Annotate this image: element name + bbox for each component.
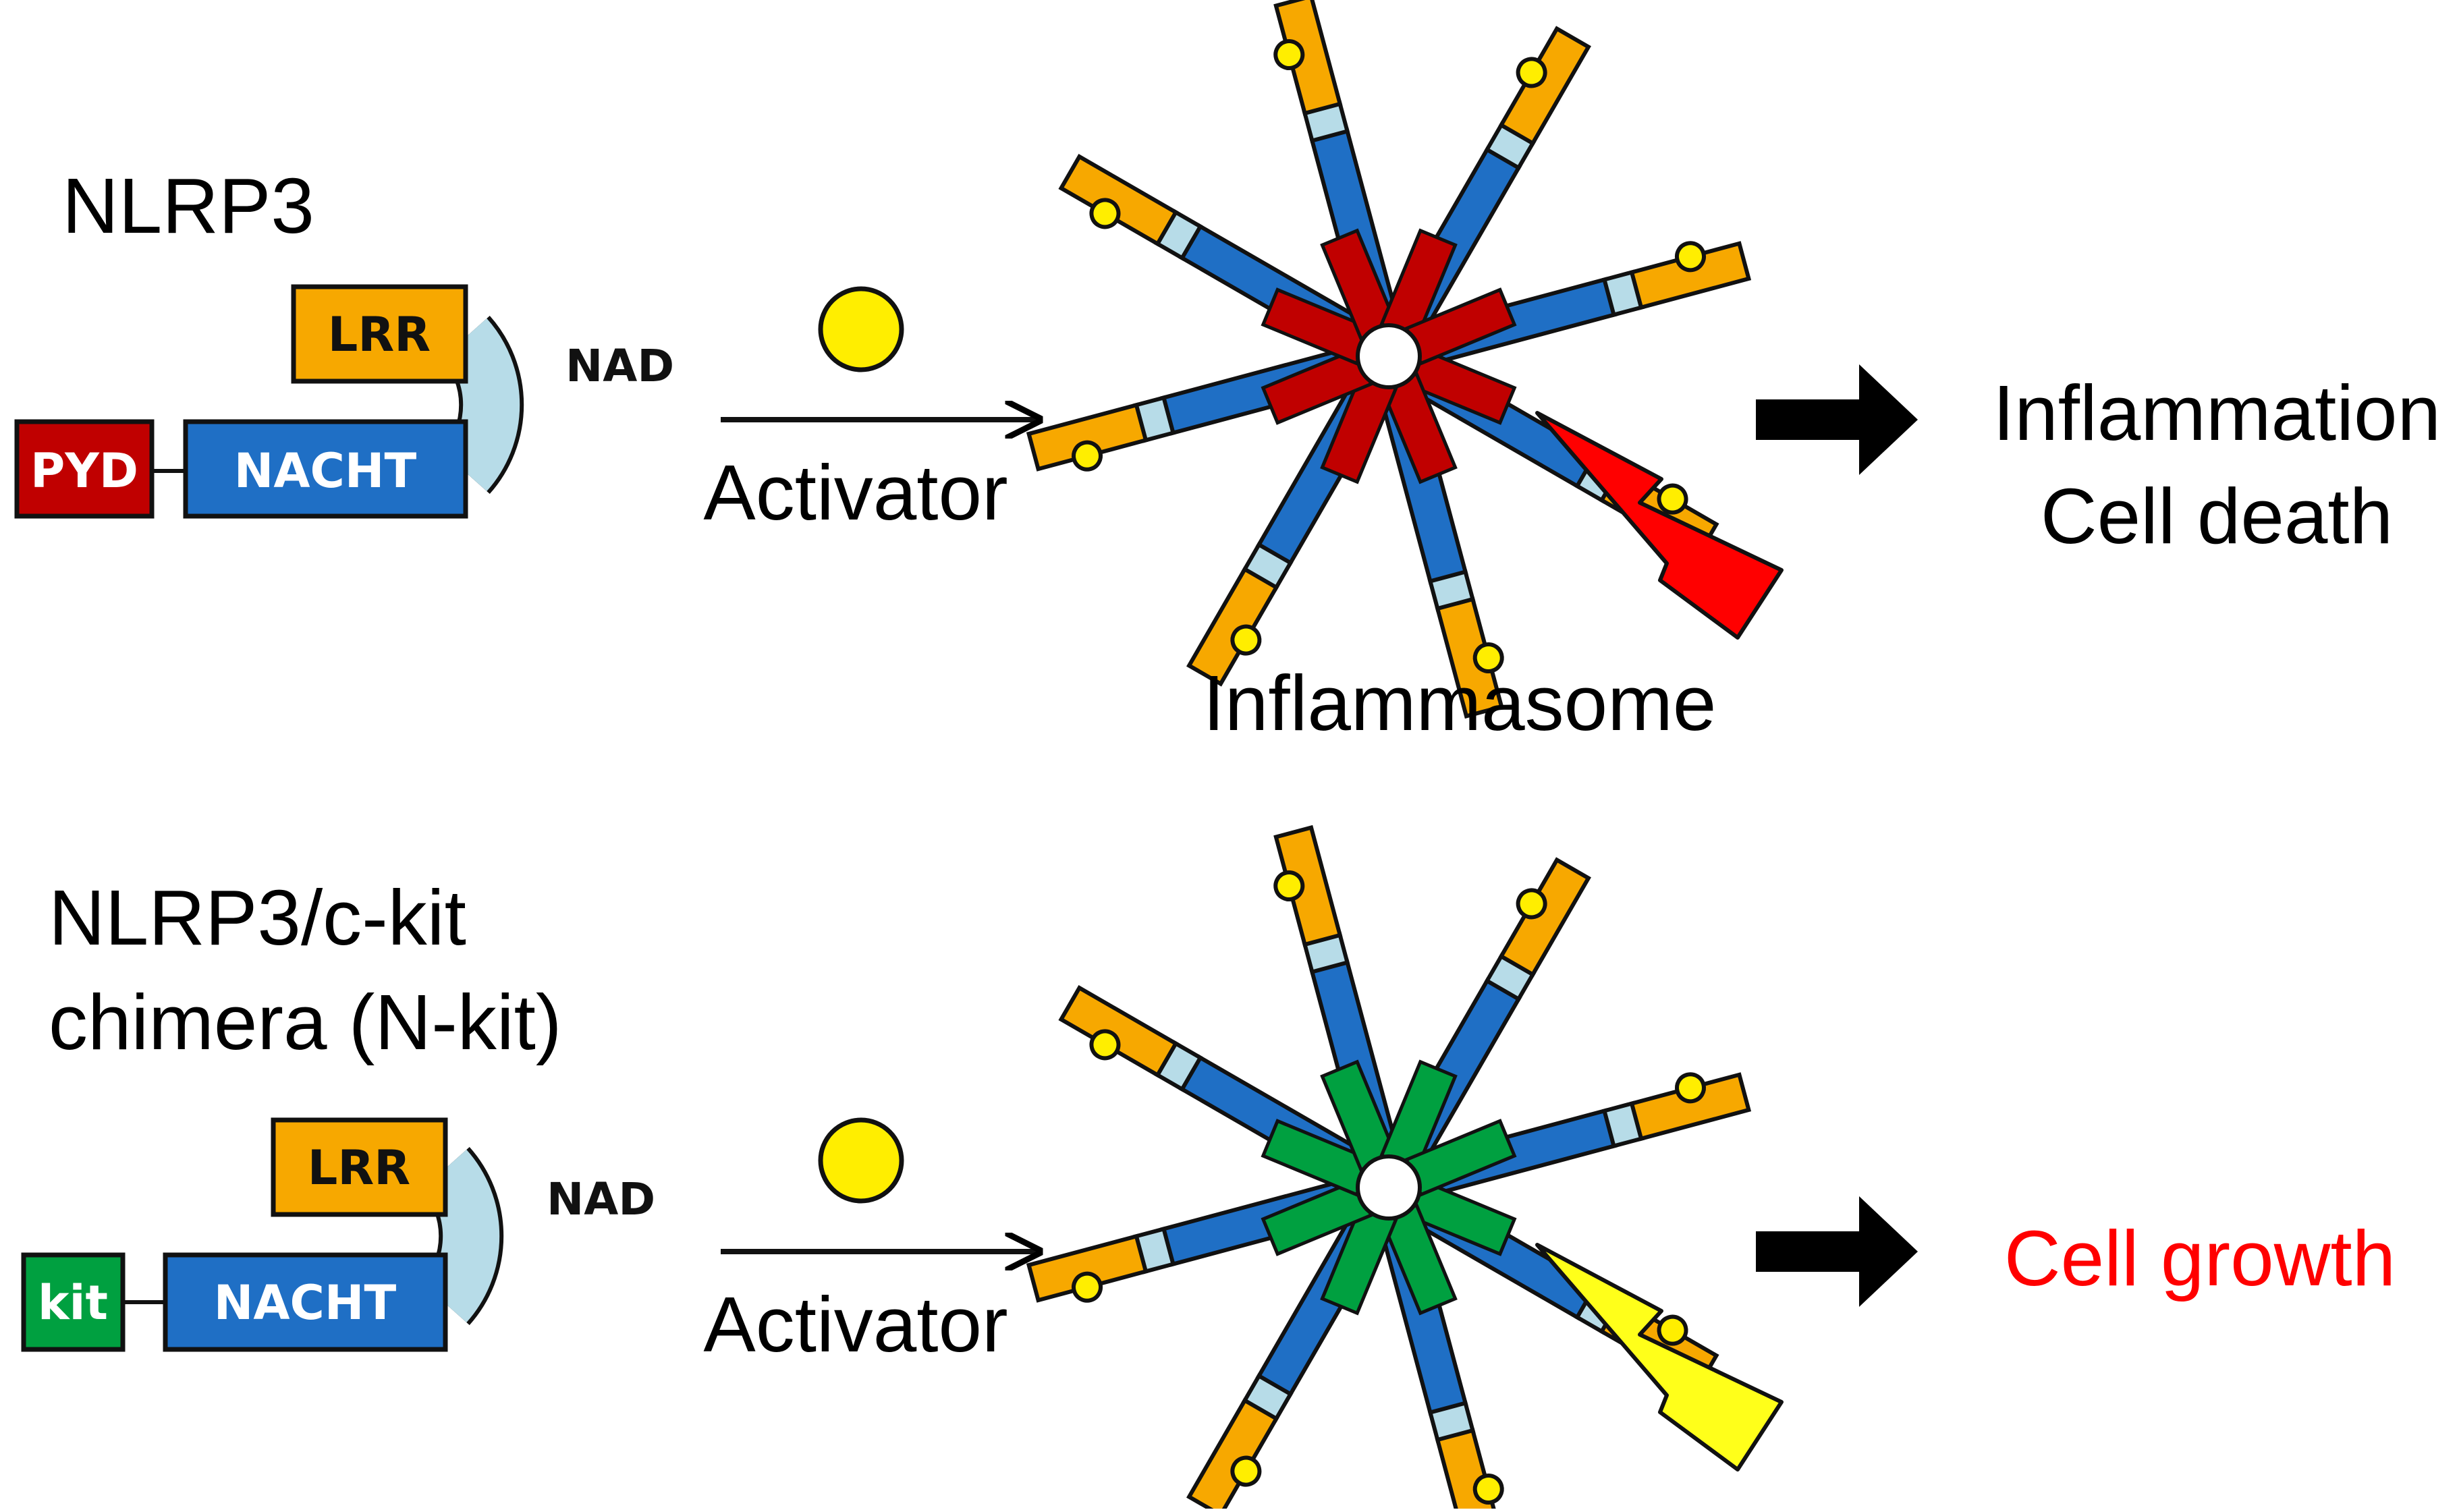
block-arrow-icon — [1756, 1196, 1918, 1307]
nlrp3-title: NLRP3 — [62, 162, 314, 250]
bound-activator-icon — [1472, 1473, 1504, 1505]
block-arrow-icon — [1756, 364, 1918, 475]
bound-activator-icon — [1273, 39, 1305, 71]
bound-activator-icon — [1089, 1029, 1121, 1061]
lrr-box-top — [291, 284, 468, 384]
activator-label-bottom: Activator — [703, 1281, 1007, 1368]
outcome-inflammation: Inflammation — [1993, 369, 2441, 457]
bound-activator-icon — [1657, 483, 1688, 515]
nad-arc-bottom — [423, 1150, 500, 1322]
arm-lrr-segment — [1186, 1397, 1279, 1512]
nlrp3-domain-schematic: PYD NACHT LRR NAD — [14, 284, 674, 519]
bound-activator-icon — [1230, 624, 1262, 656]
inflammasome-complex — [1026, 0, 1752, 719]
bound-activator-icon — [1516, 57, 1547, 88]
bound-activator-icon — [1472, 642, 1504, 673]
bound-activator-icon — [1674, 1072, 1706, 1104]
activator-label-top: Activator — [703, 449, 1007, 536]
nad-label-bottom: NAD — [547, 1173, 655, 1225]
inflammasome-label: Inflammasome — [1203, 659, 1717, 747]
arm-lrr-segment — [1498, 26, 1591, 146]
bound-activator-icon — [1072, 1271, 1103, 1303]
outcome-cell-death: Cell death — [2041, 472, 2393, 560]
kit-box — [21, 1252, 126, 1352]
lightning-bolt-icon — [1535, 411, 1784, 640]
nkit-title-line2: chimera (N-kit) — [49, 978, 561, 1066]
nacht-box-top — [183, 419, 468, 519]
nkit-domain-schematic: kit NACHT LRR NAD — [21, 1117, 655, 1352]
central-pore — [1356, 1154, 1422, 1221]
kit-label: kit — [38, 1275, 108, 1331]
bound-activator-icon — [1516, 888, 1547, 920]
lrr-label-top: LRR — [328, 307, 431, 362]
nkit-title-line1: NLRP3/c-kit — [49, 874, 466, 961]
lightning-bolt-icon — [1535, 1243, 1784, 1472]
lrr-box-bottom — [271, 1117, 448, 1217]
pyd-label: PYD — [30, 443, 138, 499]
bound-activator-icon — [1072, 440, 1103, 472]
outcome-cell-growth: Cell growth — [2004, 1214, 2396, 1302]
bound-activator-icon — [1674, 241, 1706, 273]
activator-ligand-icon — [818, 1117, 904, 1204]
bound-activator-icon — [1273, 870, 1305, 902]
arm-lrr-segment — [1058, 154, 1179, 247]
activator-ligand-icon — [818, 286, 904, 372]
bottom-row: NLRP3/c-kit chimera (N-kit) kit NACHT LR… — [21, 824, 2396, 1512]
nacht-box-bottom — [163, 1252, 448, 1352]
lrr-label-bottom: LRR — [308, 1140, 410, 1196]
central-pore — [1356, 323, 1422, 389]
nad-arc-top — [443, 318, 520, 491]
pyd-box — [14, 419, 155, 519]
nacht-label-top: NACHT — [234, 443, 417, 499]
arm-lrr-segment — [1498, 857, 1591, 978]
nacht-label-bottom: NACHT — [214, 1275, 397, 1331]
bound-activator-icon — [1657, 1314, 1688, 1346]
bound-activator-icon — [1089, 198, 1121, 229]
nkit-complex — [1026, 824, 1752, 1512]
bound-activator-icon — [1230, 1455, 1262, 1487]
arm-lrr-segment — [1058, 985, 1179, 1078]
nad-label-top: NAD — [565, 340, 674, 392]
top-row: NLRP3 PYD NACHT LRR NAD Activator Inflam… — [14, 0, 2441, 747]
